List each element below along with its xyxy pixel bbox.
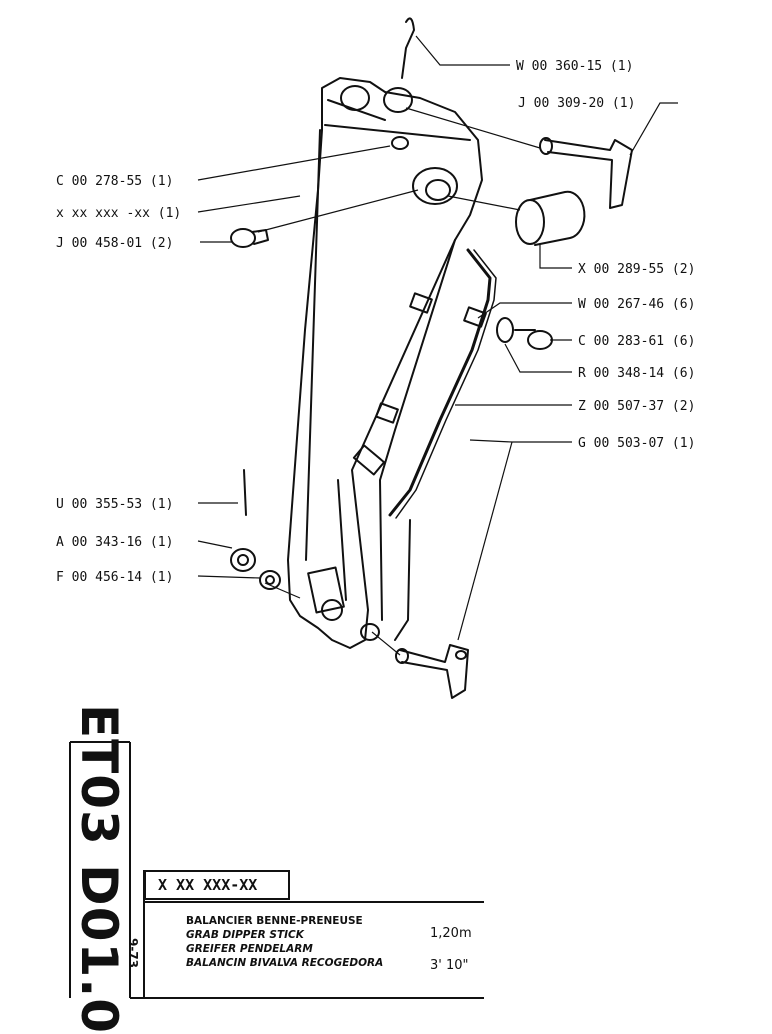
callout-f-00-456-14: F 00 456-14 (1) <box>56 570 173 585</box>
part-number-box: X XX XXX-XX <box>144 870 290 900</box>
callout-c-00-278-55: C 00 278-55 (1) <box>56 174 173 189</box>
callout-c-00-283-61: C 00 283-61 (6) <box>578 334 695 349</box>
exploded-parts-diagram: W 00 360-15 (1) J 00 309-20 (1) C 00 278… <box>56 17 695 999</box>
size-imperial: 3' 10" <box>430 958 469 973</box>
description-fr: BALANCIER BENNE-PRENEUSE <box>186 915 363 927</box>
callout-z-00-507-37: Z 00 507-37 (2) <box>578 399 695 414</box>
callout-j-00-458-01: J 00 458-01 (2) <box>56 236 173 251</box>
description-es: BALANCIN BIVALVA RECOGEDORA <box>186 957 384 969</box>
callout-g-00-503-07: G 00 503-07 (1) <box>578 436 695 451</box>
dipper-stick-body <box>287 77 483 649</box>
callout-x-00-289-55: X 00 289-55 (2) <box>578 262 695 277</box>
revision-date: 9-73 <box>126 937 140 969</box>
callout-w-00-360-15: W 00 360-15 (1) <box>516 59 633 74</box>
size-metric: 1,20m <box>430 926 472 941</box>
page-code: ET03 D01.0 <box>70 703 128 1034</box>
description-de: GREIFER PENDELARM <box>186 943 313 955</box>
description-en: GRAB DIPPER STICK <box>186 929 304 941</box>
callout-a-00-343-16: A 00 343-16 (1) <box>56 535 173 550</box>
part-number: X XX XXX-XX <box>158 876 258 894</box>
callout-x-xx-xxx-xx: x xx xxx -xx (1) <box>56 206 181 221</box>
callout-u-00-355-53: U 00 355-53 (1) <box>56 497 173 512</box>
callout-w-00-267-46: W 00 267-46 (6) <box>578 297 695 312</box>
callout-j-00-309-20: J 00 309-20 (1) <box>518 96 635 111</box>
callout-r-00-348-14: R 00 348-14 (6) <box>578 366 695 381</box>
description-block: BALANCIER BENNE-PRENEUSE GRAB DIPPER STI… <box>186 914 383 970</box>
